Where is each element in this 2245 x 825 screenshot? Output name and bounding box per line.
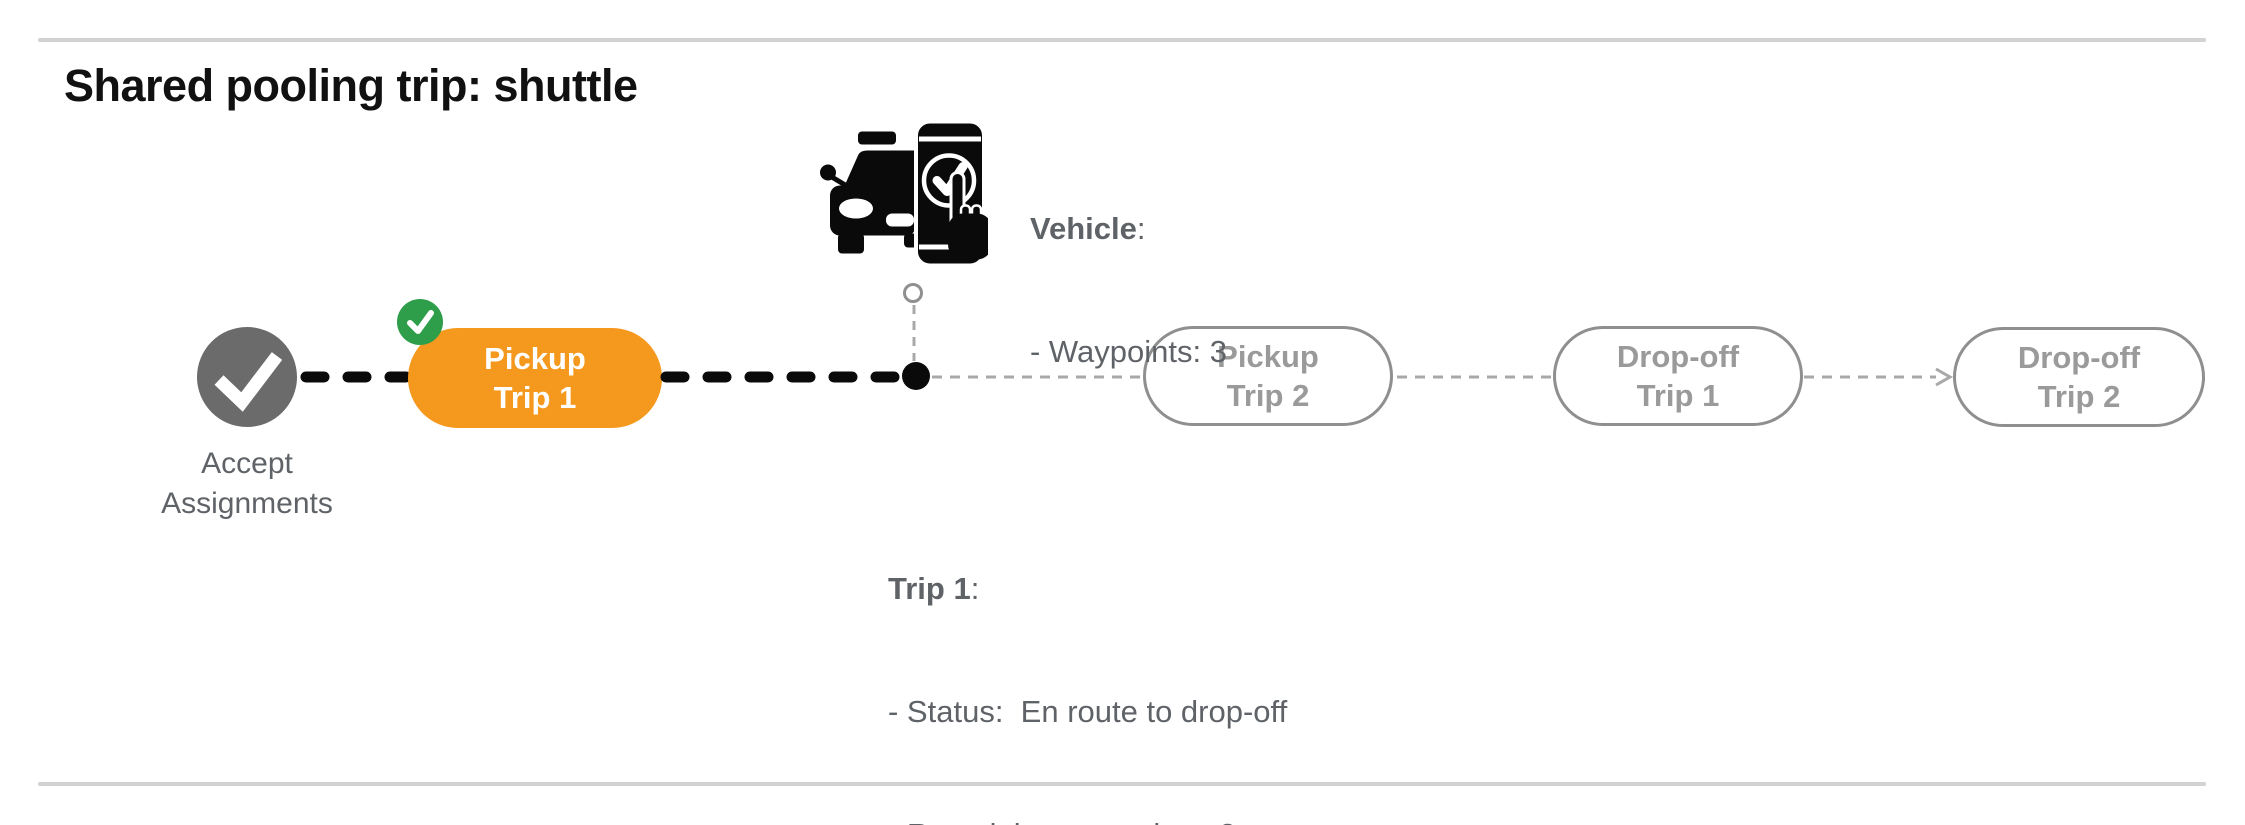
- pill-label-line2: Trip 1: [493, 380, 577, 415]
- stage-drop-off-trip-2: Drop-off Trip 2: [1953, 327, 2205, 427]
- trip1-status: - Status: En route to drop-off: [888, 694, 1288, 729]
- vehicle-callout-waypoints: - Waypoints: 3: [1030, 334, 1227, 369]
- connector-pickup1-to-current: [660, 371, 906, 383]
- stage-drop-off-trip-1: Drop-off Trip 1: [1553, 326, 1803, 426]
- trip1-heading: Trip 1:: [888, 571, 980, 606]
- pill-label-line1: Drop-off: [2017, 340, 2141, 375]
- pill-label-line1: Drop-off: [1616, 339, 1740, 374]
- check-icon: [214, 352, 283, 412]
- connector-pickup2-to-dropoff1: [1397, 375, 1552, 379]
- accept-assignments-label: Accept Assignments: [161, 447, 333, 520]
- connector-accept-to-pickup1: [300, 371, 410, 383]
- arrow-right-icon: [1935, 367, 1954, 387]
- pill-label-line1: Pickup: [484, 341, 586, 376]
- current-position-dot: [902, 362, 930, 390]
- pill-label-line1: Pickup: [1217, 339, 1319, 374]
- next-waypoint-marker: [903, 283, 923, 303]
- trip-status-callout: Trip 1: - Status: En route to drop-off -…: [888, 486, 1287, 825]
- vehicle-callout: Vehicle: - Waypoints: 3: [1030, 126, 1227, 454]
- vehicle-phone-check-icon: [820, 119, 988, 268]
- connector-dropoff1-to-dropoff2: [1804, 367, 1954, 387]
- check-badge-icon: [397, 299, 443, 345]
- pill-label-line2: Trip 2: [2037, 379, 2121, 414]
- connector-vehicle-to-current: [912, 305, 916, 361]
- stage-pickup-trip-1: Pickup Trip 1: [408, 328, 662, 428]
- top-divider: [38, 38, 2206, 42]
- page-title: Shared pooling trip: shuttle: [64, 60, 638, 111]
- pill-label-line2: Trip 1: [1636, 378, 1720, 413]
- trip1-remaining-waypoints: - Remaining waypoints: 2: [888, 814, 1287, 825]
- pill-label-line2: Trip 2: [1226, 378, 1310, 413]
- stage-pickup-trip-2: Pickup Trip 2: [1143, 326, 1393, 426]
- stage-accept-assignments: [197, 327, 297, 427]
- bottom-divider: [38, 782, 2206, 786]
- vehicle-callout-heading: Vehicle:: [1030, 211, 1146, 246]
